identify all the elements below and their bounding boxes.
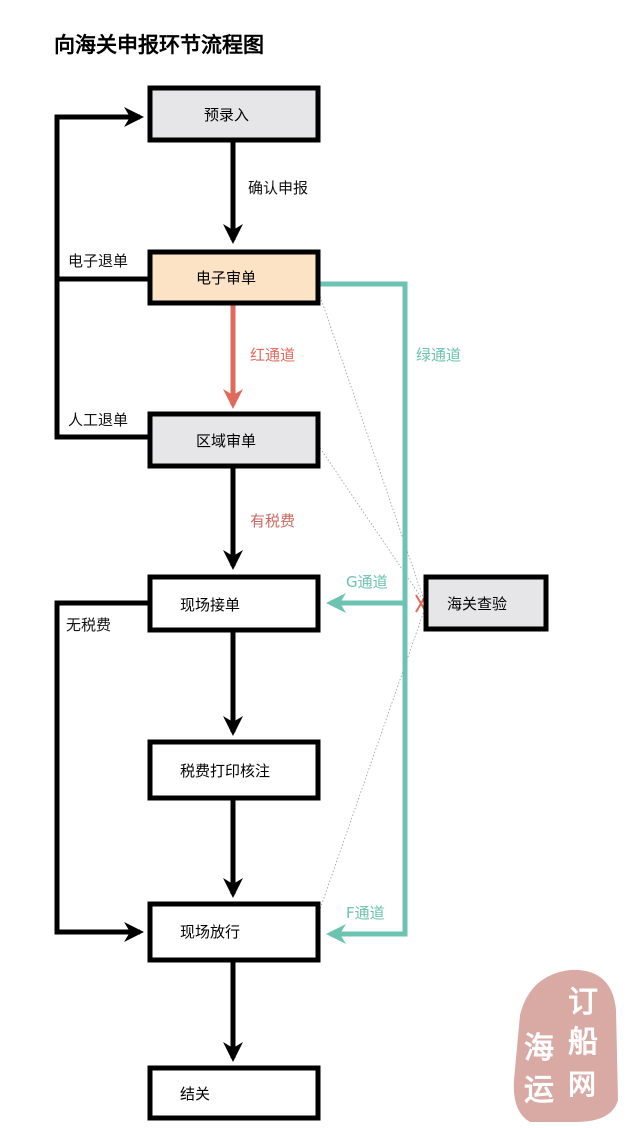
no-tax-loop	[54, 600, 150, 942]
seal-stamp: 订 船 网 海 运	[513, 969, 618, 1122]
page-title: 向海关申报环节流程图	[54, 33, 264, 57]
node-site-release: 现场放行	[147, 901, 321, 963]
seal-char: 运	[524, 1073, 554, 1108]
return-loop	[54, 107, 150, 440]
label-red-channel: 红通道	[250, 346, 295, 364]
node-inspection: 海关查验	[423, 574, 549, 632]
node-label: 结关	[180, 1085, 210, 1103]
green-channel-path	[318, 281, 408, 944]
label-no-tax: 无税费	[66, 616, 111, 634]
node-label: 预录入	[204, 106, 249, 124]
label-e-return: 电子退单	[68, 252, 128, 270]
node-label: 区域审单	[196, 432, 256, 450]
label-green-channel: 绿通道	[416, 346, 461, 364]
seal-char: 海	[524, 1031, 554, 1066]
node-label: 电子审单	[196, 269, 256, 287]
label-confirm-declare: 确认申报	[248, 179, 308, 197]
node-label: 海关查验	[447, 595, 507, 613]
node-pre-entry: 预录入	[147, 85, 321, 143]
seal-char: 船	[568, 1025, 598, 1060]
label-has-tax: 有税费	[250, 512, 295, 530]
label-g-channel: G通道	[346, 573, 388, 591]
node-site-receive: 现场接单	[147, 574, 321, 633]
node-area-review: 区域审单	[147, 411, 321, 469]
node-tax-print: 税费打印核注	[147, 739, 321, 801]
seal-char: 网	[568, 1068, 596, 1101]
node-label: 现场放行	[180, 923, 240, 941]
node-label: 税费打印核注	[180, 762, 270, 780]
node-label: 现场接单	[180, 596, 240, 614]
node-clearance: 结关	[147, 1065, 321, 1121]
label-f-channel: F通道	[346, 904, 385, 922]
node-e-review: 电子审单	[147, 249, 321, 306]
label-manual-return: 人工退单	[68, 411, 128, 429]
seal-char: 订	[568, 985, 598, 1020]
